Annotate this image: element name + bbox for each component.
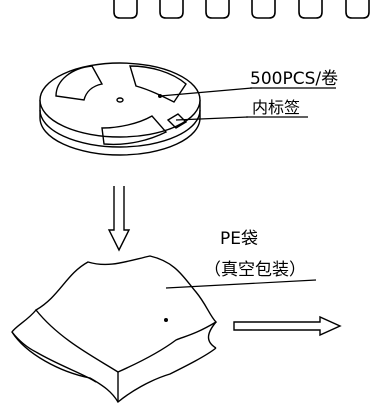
reel-icon (39, 62, 201, 156)
bag-method-label: （真空包装） (204, 260, 306, 280)
right-arrow-icon (233, 315, 342, 337)
bag-leader (165, 279, 317, 289)
cut-off-boxes (113, 0, 370, 19)
reel-qty-label: 500PCS/卷 (250, 69, 338, 89)
bag-type-label: PE袋 (220, 229, 258, 249)
pe-bag-icon (11, 255, 218, 404)
down-arrow-icon (107, 186, 131, 252)
inner-label-text: 内标签 (252, 98, 300, 117)
bag-dot (164, 318, 168, 322)
reel-leaders (159, 87, 336, 121)
